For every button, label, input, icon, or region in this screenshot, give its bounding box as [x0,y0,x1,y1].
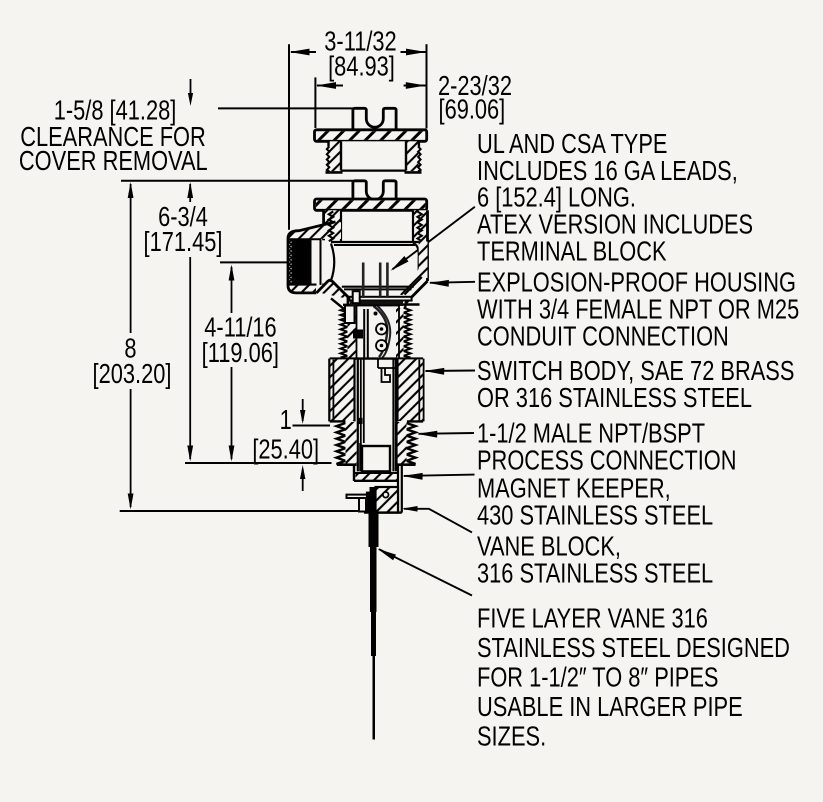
svg-text:[25.40]: [25.40] [252,434,319,465]
svg-text:MAGNET KEEPER,: MAGNET KEEPER, [477,473,671,504]
svg-text:[203.20]: [203.20] [93,358,172,389]
svg-text:430 STAINLESS STEEL: 430 STAINLESS STEEL [477,500,713,531]
svg-text:SIZES.: SIZES. [477,721,546,752]
svg-text:316 STAINLESS STEEL: 316 STAINLESS STEEL [477,558,713,589]
svg-text:VANE BLOCK,: VANE BLOCK, [477,531,621,562]
svg-text:1: 1 [280,404,292,435]
svg-text:6 [152.4] LONG.: 6 [152.4] LONG. [477,182,636,213]
svg-text:1-1/2 MALE NPT/BSPT: 1-1/2 MALE NPT/BSPT [477,418,705,449]
svg-text:2-23/32: 2-23/32 [438,70,512,101]
svg-text:[171.45]: [171.45] [144,226,223,257]
svg-text:8: 8 [124,333,136,364]
svg-text:3-11/32: 3-11/32 [324,26,396,57]
svg-text:6-3/4: 6-3/4 [158,201,208,232]
svg-text:COVER REMOVAL: COVER REMOVAL [19,145,208,176]
svg-text:USABLE IN LARGER PIPE: USABLE IN LARGER PIPE [477,691,743,722]
svg-text:WITH 3/4 FEMALE NPT OR M25: WITH 3/4 FEMALE NPT OR M25 [477,294,799,325]
svg-text:[84.93]: [84.93] [328,51,395,82]
svg-text:EXPLOSION-PROOF HOUSING: EXPLOSION-PROOF HOUSING [477,267,796,298]
svg-text:[69.06]: [69.06] [439,94,506,125]
svg-text:FOR 1-1/2″ TO 8″ PIPES: FOR 1-1/2″ TO 8″ PIPES [477,662,718,693]
svg-text:[119.06]: [119.06] [202,337,279,368]
svg-text:INCLUDES 16 GA LEADS,: INCLUDES 16 GA LEADS, [477,155,738,186]
svg-text:OR 316 STAINLESS STEEL: OR 316 STAINLESS STEEL [477,382,752,413]
svg-text:ATEX VERSION INCLUDES: ATEX VERSION INCLUDES [477,209,753,240]
svg-text:SWITCH BODY, SAE 72 BRASS: SWITCH BODY, SAE 72 BRASS [477,355,794,386]
svg-text:4-11/16: 4-11/16 [204,312,276,343]
svg-text:FIVE LAYER VANE 316: FIVE LAYER VANE 316 [477,603,708,634]
svg-text:CLEARANCE FOR: CLEARANCE FOR [20,121,206,152]
svg-text:TERMINAL BLOCK: TERMINAL BLOCK [477,236,667,267]
svg-text:PROCESS CONNECTION: PROCESS CONNECTION [477,445,737,476]
svg-text:CONDUIT CONNECTION: CONDUIT CONNECTION [477,321,729,352]
svg-text:STAINLESS STEEL DESIGNED: STAINLESS STEEL DESIGNED [477,632,790,663]
svg-text:UL AND CSA TYPE: UL AND CSA TYPE [477,128,667,159]
svg-text:1-5/8 [41.28]: 1-5/8 [41.28] [54,95,177,126]
